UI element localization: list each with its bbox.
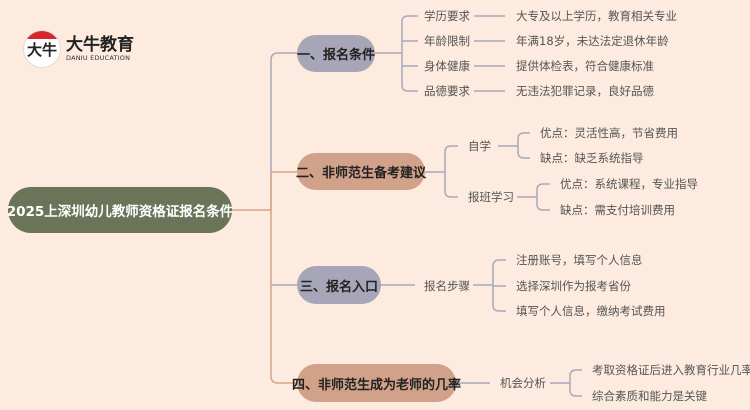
leaf[interactable]: 填写个人信息，缴纳考试费用 xyxy=(516,304,666,318)
branch-node[interactable]: 一、报名条件 xyxy=(297,35,375,72)
logo-subtitle: DANIU EDUCATION xyxy=(66,54,131,62)
leaf[interactable]: 提供体检表，符合健康标准 xyxy=(516,59,654,73)
subtopic[interactable]: 年龄限制 xyxy=(424,34,470,48)
subtopic[interactable]: 学历要求 xyxy=(424,9,470,23)
leaf[interactable]: 优点：灵活性高，节省费用 xyxy=(540,126,678,140)
subtopic[interactable]: 身体健康 xyxy=(424,59,470,73)
logo-mark: 大牛 xyxy=(23,30,61,68)
logo: 大牛 大牛教育 DANIU EDUCATION xyxy=(23,30,134,68)
leaf[interactable]: 注册账号，填写个人信息 xyxy=(516,253,643,267)
subtopic[interactable]: 品德要求 xyxy=(424,84,470,98)
leaf[interactable]: 考取资格证后进入教育行业几率高 xyxy=(592,363,750,377)
leaf[interactable]: 无违法犯罪记录，良好品德 xyxy=(516,84,654,98)
leaf[interactable]: 选择深圳作为报考省份 xyxy=(516,279,631,293)
branch-node[interactable]: 三、报名入口 xyxy=(297,266,381,304)
subtopic[interactable]: 机会分析 xyxy=(500,376,546,390)
leaf[interactable]: 缺点：缺乏系统指导 xyxy=(540,151,644,165)
root-node[interactable]: 2025上深圳幼儿教师资格证报名条件 xyxy=(7,187,233,233)
leaf[interactable]: 年满18岁，未达法定退休年龄 xyxy=(516,34,669,48)
branch-node[interactable]: 四、非师范生成为老师的几率 xyxy=(292,364,461,402)
leaf[interactable]: 优点：系统课程，专业指导 xyxy=(560,177,698,191)
subtopic[interactable]: 报班学习 xyxy=(468,190,514,204)
leaf[interactable]: 缺点：需支付培训费用 xyxy=(560,203,675,217)
branch-node[interactable]: 二、非师范生备考建议 xyxy=(296,153,426,190)
leaf[interactable]: 综合素质和能力是关键 xyxy=(592,389,707,403)
subtopic[interactable]: 报名步骤 xyxy=(424,279,470,293)
logo-name: 大牛教育 xyxy=(66,35,134,55)
subtopic[interactable]: 自学 xyxy=(468,139,491,153)
leaf[interactable]: 大专及以上学历，教育相关专业 xyxy=(516,9,677,23)
